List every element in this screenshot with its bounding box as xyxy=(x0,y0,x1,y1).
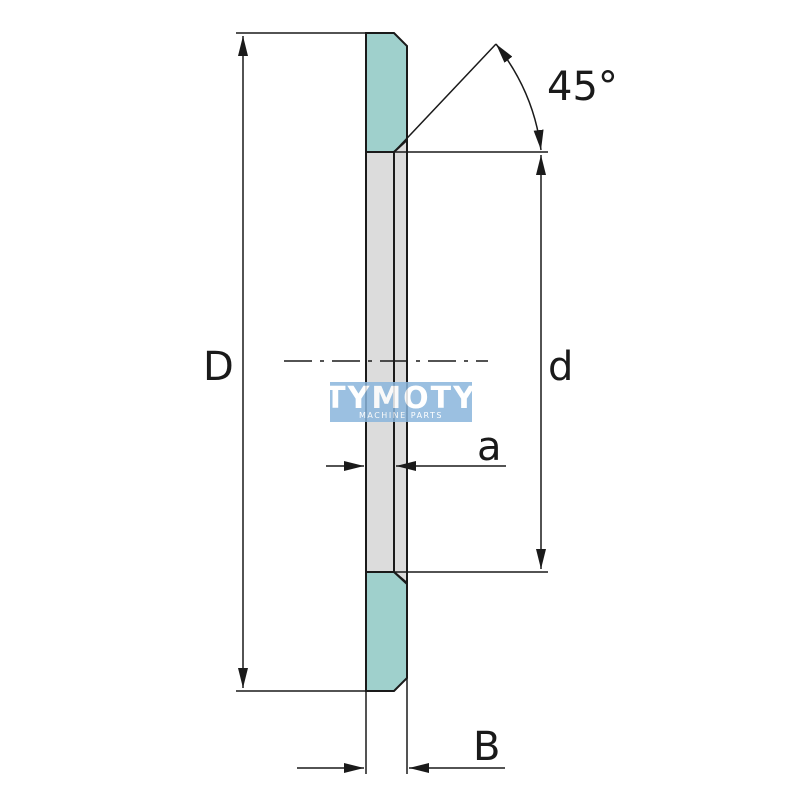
watermark-main: TYMOTY xyxy=(325,381,477,416)
label-inner-diameter: d xyxy=(548,344,573,390)
watermark-logo: TYMOTY MACHINE PARTS xyxy=(325,381,477,422)
lower-section xyxy=(365,571,408,692)
watermark-sub: MACHINE PARTS xyxy=(359,411,443,420)
upper-section xyxy=(365,32,408,153)
label-width: B xyxy=(473,724,500,770)
angle-leader xyxy=(393,43,497,153)
label-angle: 45° xyxy=(547,64,618,110)
label-chamfer: a xyxy=(477,424,502,470)
label-outer-diameter: D xyxy=(203,344,234,390)
angle-arc xyxy=(495,43,544,151)
